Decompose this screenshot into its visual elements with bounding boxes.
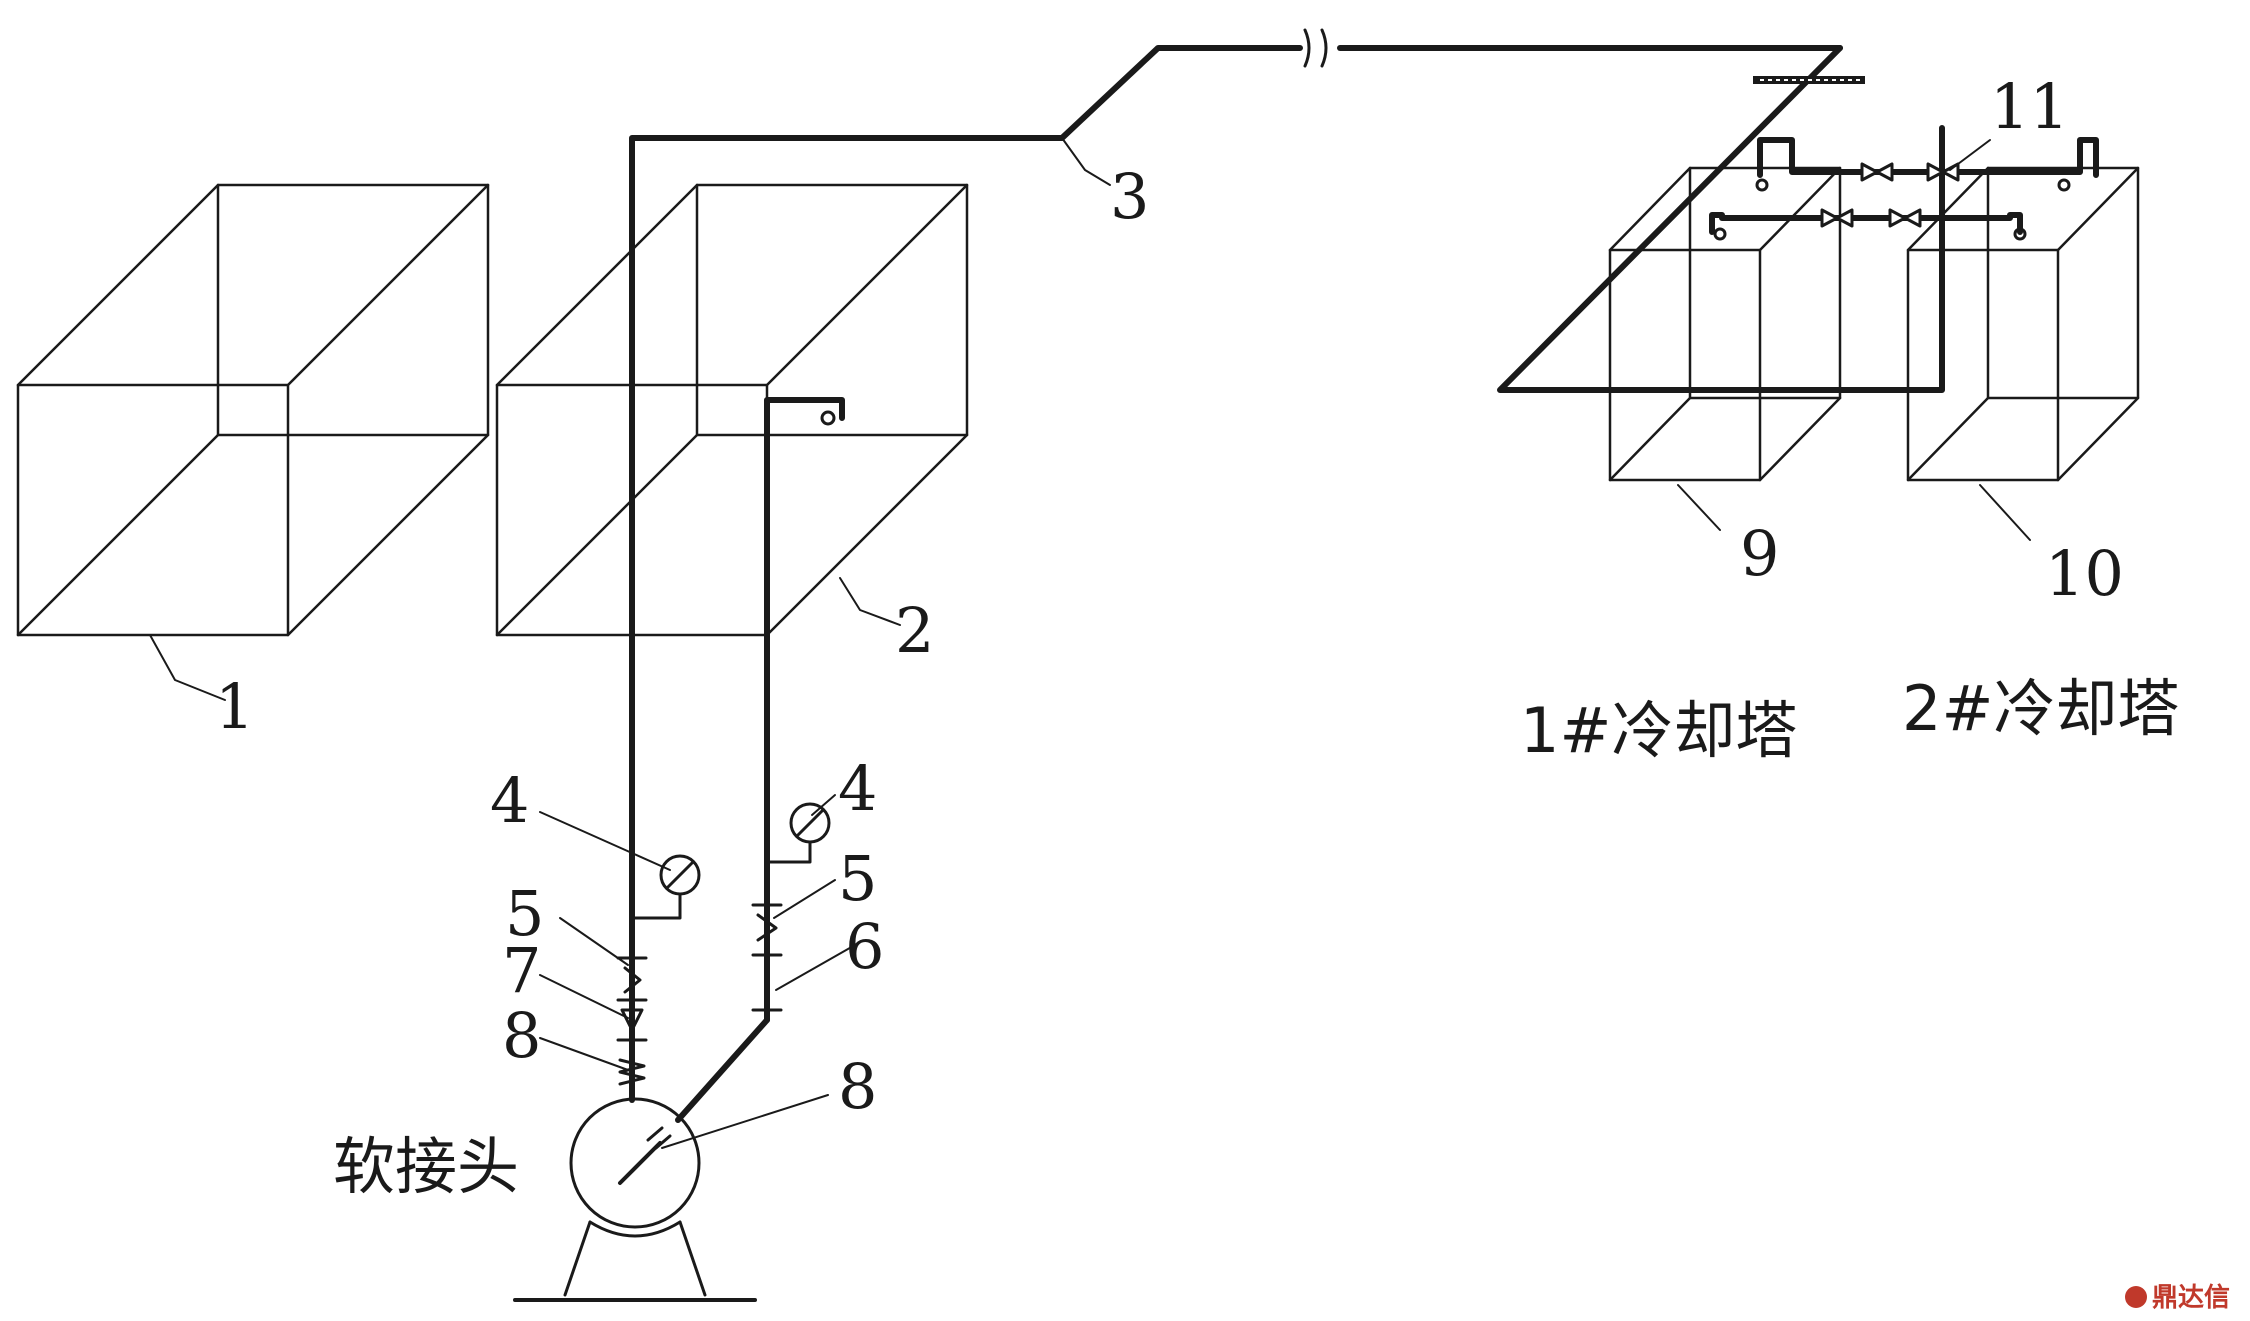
cooling-tower-2 <box>1906 166 2140 482</box>
check-valve-right <box>751 903 783 942</box>
flex-joint-left <box>618 1058 646 1086</box>
gate-valve-right <box>751 953 783 1012</box>
pump <box>513 942 757 1302</box>
label-11: 11 <box>1990 70 2069 143</box>
flex-joint-pump <box>646 1126 672 1150</box>
pressure-gauge-right <box>765 802 831 864</box>
label-4-right: 4 <box>838 752 877 825</box>
label-8-right: 8 <box>838 1050 877 1123</box>
tank-2 <box>495 183 969 637</box>
label-5-right: 5 <box>838 842 877 915</box>
watermark-text: 鼎达信 <box>2152 1283 2230 1313</box>
label-4-left: 4 <box>490 764 529 837</box>
watermark-logo-icon <box>2125 1286 2147 1308</box>
label-1: 1 <box>215 670 254 743</box>
label-8-left: 8 <box>502 999 541 1072</box>
tank-1 <box>16 183 490 637</box>
header-flange <box>1753 76 1865 84</box>
strainer-left <box>616 998 648 1042</box>
label-3: 3 <box>1110 160 1149 233</box>
label-5-left: 5 <box>505 877 544 950</box>
label-6: 6 <box>845 910 884 983</box>
caption-tower-2: 2#冷却塔 <box>1902 672 2179 745</box>
label-2: 2 <box>895 594 934 667</box>
main-pipe <box>629 45 1945 948</box>
caption-flex-joint: 软接头 <box>333 1130 519 1203</box>
check-valve-left <box>616 956 648 994</box>
tower-valves <box>1820 162 1960 228</box>
tower-nozzles <box>1713 178 2071 241</box>
supply-pipe <box>675 397 845 1123</box>
watermark: 鼎达信 <box>2125 1283 2230 1313</box>
label-9: 9 <box>1740 517 1779 590</box>
inlet-nozzle-icon <box>820 410 836 426</box>
leader-lines <box>149 137 2031 1149</box>
cooling-tower-1 <box>1608 166 1842 482</box>
label-7: 7 <box>502 934 541 1007</box>
label-10: 10 <box>2045 537 2124 610</box>
pressure-gauge-left <box>630 854 701 920</box>
pipe-break-symbol <box>1303 28 1328 68</box>
caption-tower-1: 1#冷却塔 <box>1520 694 1797 767</box>
